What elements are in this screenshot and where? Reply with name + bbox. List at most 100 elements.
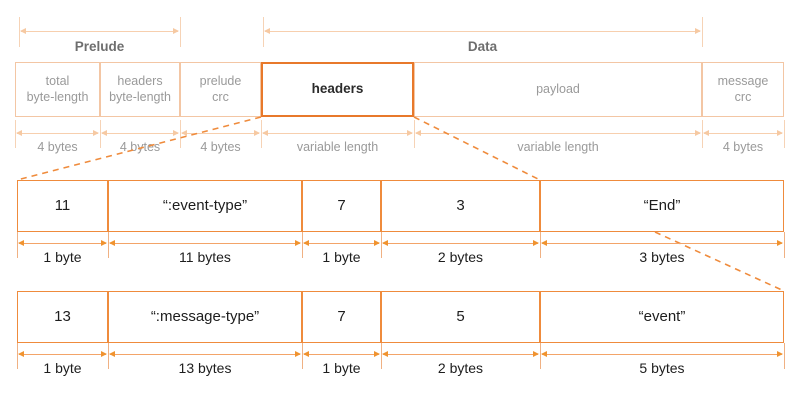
event-type-header-size-3-tick-left bbox=[381, 232, 382, 258]
frame-size-label-0: 4 bytes bbox=[37, 140, 78, 154]
event-type-header-size-1-tick-left bbox=[108, 232, 109, 258]
message-type-header-size-label-4: 5 bytes bbox=[639, 360, 685, 376]
frame-cell-label: payload bbox=[536, 81, 580, 96]
group-data-arrow-right bbox=[695, 28, 701, 34]
message-type-header-size-0-arrow-left bbox=[18, 351, 24, 357]
group-prelude-arrow-left bbox=[20, 28, 26, 34]
message-type-header-cell-value-4: “event” bbox=[638, 307, 686, 325]
message-type-header-cell-0: 13 bbox=[17, 291, 108, 343]
message-type-header-size-0-line bbox=[19, 354, 106, 355]
message-type-header-cell-value-1: “:message-type” bbox=[150, 307, 260, 325]
event-type-header-cell-value-1: “:event-type” bbox=[162, 196, 248, 214]
message-type-header-size-3-arrow-right bbox=[533, 351, 539, 357]
event-type-header-size-2-arrow-left bbox=[303, 240, 309, 246]
event-type-header-size-3-arrow-right bbox=[533, 240, 539, 246]
event-type-header-size-1-line bbox=[110, 243, 300, 244]
group-label-prelude: Prelude bbox=[74, 39, 125, 54]
event-type-header-size-4-tick-right bbox=[784, 232, 785, 258]
message-type-header-cell-1: “:message-type” bbox=[108, 291, 302, 343]
frame-size-3-arrow-left bbox=[262, 130, 268, 136]
frame-size-5-line bbox=[704, 133, 782, 134]
frame-size-5-tick-left bbox=[702, 120, 703, 148]
frame-size-2-line bbox=[182, 133, 259, 134]
frame-size-5-arrow-left bbox=[703, 130, 709, 136]
event-type-header-size-4-arrow-right bbox=[777, 240, 783, 246]
frame-size-4-arrow-left bbox=[415, 130, 421, 136]
event-type-header-size-label-1: 11 bytes bbox=[179, 249, 231, 265]
frame-size-4-tick-left bbox=[414, 120, 415, 148]
frame-cell-payload: payload bbox=[414, 62, 702, 117]
group-prelude-line bbox=[21, 31, 178, 32]
event-type-header-cell-value-4: “End” bbox=[643, 196, 681, 214]
event-type-header-size-2-tick-left bbox=[302, 232, 303, 258]
event-row-to-message-row bbox=[654, 231, 785, 292]
message-type-header-size-4-arrow-left bbox=[541, 351, 547, 357]
group-data-arrow-left bbox=[264, 28, 270, 34]
group-prelude-tick-left bbox=[19, 17, 20, 47]
group-data-line bbox=[265, 31, 700, 32]
event-type-header-size-4-arrow-left bbox=[541, 240, 547, 246]
message-type-header-cell-2: 7 bbox=[302, 291, 381, 343]
frame-size-label-5: 4 bytes bbox=[722, 140, 764, 154]
event-type-header-size-0-tick-left bbox=[17, 232, 18, 258]
frame-size-0-line bbox=[17, 133, 98, 134]
frame-size-1-line bbox=[102, 133, 178, 134]
event-type-header-cell-1: “:event-type” bbox=[108, 180, 302, 232]
frame-size-5-arrow-right bbox=[777, 130, 783, 136]
event-type-header-cell-2: 7 bbox=[302, 180, 381, 232]
event-type-header-cell-4: “End” bbox=[540, 180, 784, 232]
message-type-header-size-3-line bbox=[383, 354, 538, 355]
message-type-header-size-2-arrow-left bbox=[303, 351, 309, 357]
message-type-header-cell-4: “event” bbox=[540, 291, 784, 343]
frame-size-1-arrow-left bbox=[101, 130, 107, 136]
event-type-header-size-label-0: 1 byte bbox=[43, 249, 82, 265]
event-type-header-size-label-4: 3 bytes bbox=[639, 249, 685, 265]
group-data-tick-right bbox=[702, 17, 703, 47]
event-type-header-cell-0: 11 bbox=[17, 180, 108, 232]
headers-to-event-row-right bbox=[413, 116, 541, 181]
event-type-header-size-4-line bbox=[542, 243, 782, 244]
frame-size-2-arrow-right bbox=[254, 130, 260, 136]
message-type-header-size-2-arrow-right bbox=[374, 351, 380, 357]
message-type-header-size-0-tick-left bbox=[17, 343, 18, 369]
message-type-header-size-1-line bbox=[110, 354, 300, 355]
event-type-header-cell-value-2: 7 bbox=[337, 196, 346, 214]
frame-size-2-tick-left bbox=[180, 120, 181, 148]
headers-to-event-row-left bbox=[16, 116, 262, 181]
group-label-data: Data bbox=[467, 39, 498, 54]
group-data-tick-left bbox=[263, 17, 264, 47]
event-type-header-size-1-arrow-left bbox=[109, 240, 115, 246]
event-type-header-size-0-line bbox=[19, 243, 106, 244]
frame-size-2-arrow-left bbox=[181, 130, 187, 136]
event-type-header-cell-3: 3 bbox=[381, 180, 540, 232]
frame-size-label-3: variable length bbox=[296, 140, 379, 154]
event-type-header-size-3-arrow-left bbox=[382, 240, 388, 246]
message-type-header-size-label-1: 13 bytes bbox=[178, 360, 232, 376]
event-type-header-size-2-arrow-right bbox=[374, 240, 380, 246]
message-type-header-size-2-tick-left bbox=[302, 343, 303, 369]
event-type-header-size-3-line bbox=[383, 243, 538, 244]
message-type-header-cell-value-2: 7 bbox=[337, 307, 346, 325]
message-type-header-cell-value-0: 13 bbox=[54, 307, 71, 325]
message-type-header-size-0-arrow-right bbox=[101, 351, 107, 357]
message-type-header-size-label-3: 2 bytes bbox=[437, 360, 484, 376]
message-type-header-cell-value-3: 5 bbox=[456, 307, 465, 325]
event-type-header-cell-value-3: 3 bbox=[456, 196, 465, 214]
message-type-header-size-4-arrow-right bbox=[777, 351, 783, 357]
message-type-header-size-3-arrow-left bbox=[382, 351, 388, 357]
frame-size-label-2: 4 bytes bbox=[200, 140, 241, 154]
frame-size-4-line bbox=[416, 133, 700, 134]
frame-size-0-arrow-left bbox=[16, 130, 22, 136]
frame-size-0-arrow-right bbox=[93, 130, 99, 136]
message-type-header-size-label-0: 1 byte bbox=[43, 360, 82, 376]
frame-size-1-tick-left bbox=[100, 120, 101, 148]
message-type-header-size-4-tick-right bbox=[784, 343, 785, 369]
frame-size-1-arrow-right bbox=[173, 130, 179, 136]
